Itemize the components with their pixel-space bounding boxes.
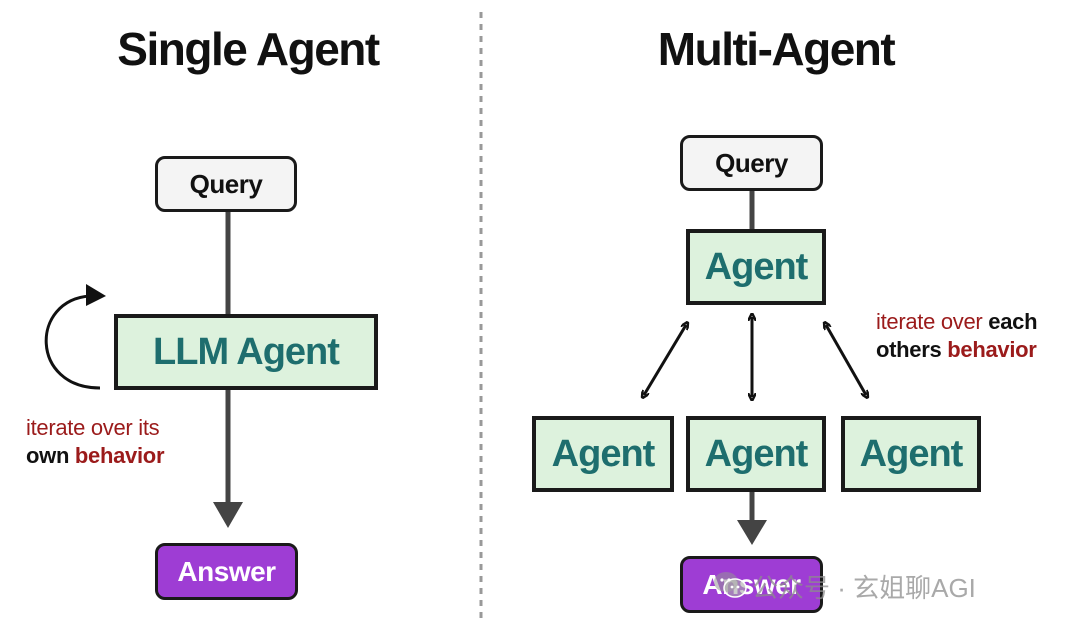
top-agent-box: Agent bbox=[686, 229, 826, 305]
single-agent-title: Single Agent bbox=[117, 23, 380, 75]
multi-note-behavior: behavior bbox=[947, 337, 1037, 362]
agent-box-right: Agent bbox=[841, 416, 981, 492]
multi-answer-box: Answer bbox=[680, 556, 823, 613]
single-query-box: Query bbox=[155, 156, 297, 212]
single-answer-box: Answer bbox=[155, 543, 298, 600]
single-note-behavior: behavior bbox=[74, 443, 165, 468]
loop-arrow bbox=[44, 294, 101, 390]
multi-query-box: Query bbox=[680, 135, 823, 191]
llm-agent-box: LLM Agent bbox=[114, 314, 378, 390]
single-agent-note: iterate over its own behavior bbox=[26, 414, 165, 470]
multi-note-line2: others behavior bbox=[876, 336, 1037, 364]
single-note-line2: own behavior bbox=[26, 442, 165, 470]
multi-note-each: each bbox=[988, 309, 1038, 334]
wechat-icon bbox=[714, 572, 747, 598]
single-note-own: own bbox=[26, 443, 70, 468]
multi-note-line1: iterate over each bbox=[876, 308, 1038, 336]
agent-box-left: Agent bbox=[532, 416, 674, 492]
multi-note-iterate: iterate over bbox=[876, 309, 983, 334]
double-arrow-left bbox=[644, 325, 686, 395]
right-arrowhead-answer bbox=[737, 520, 767, 545]
multi-note-others: others bbox=[876, 337, 942, 362]
left-arrowhead-answer bbox=[213, 502, 243, 528]
watermark-text: 公众号 · 玄姐聊AGI bbox=[752, 573, 976, 603]
multi-agent-title: Multi-Agent bbox=[657, 23, 896, 75]
loop-arrowhead bbox=[86, 284, 106, 306]
multi-agent-note: iterate over each others behavior bbox=[876, 308, 1038, 364]
agent-box-center: Agent bbox=[686, 416, 826, 492]
double-arrow-right bbox=[826, 325, 866, 395]
single-note-line1: iterate over its bbox=[26, 415, 160, 440]
